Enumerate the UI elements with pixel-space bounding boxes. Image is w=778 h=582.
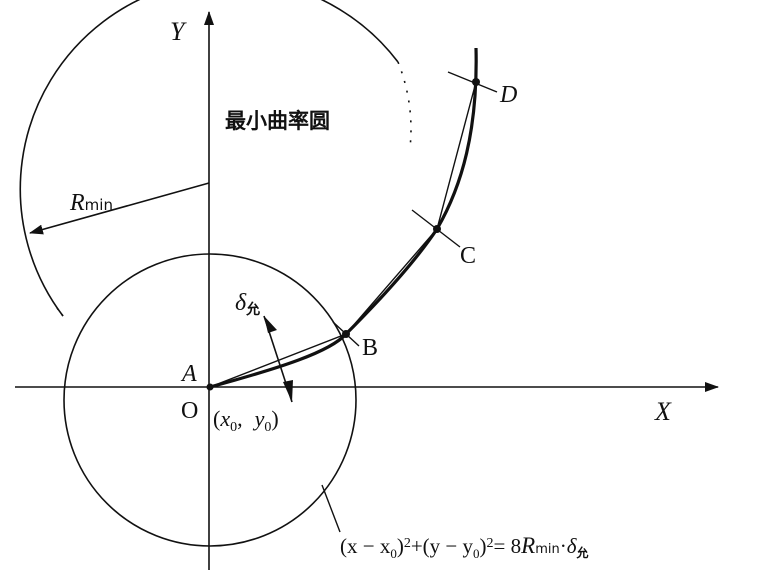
x-axis-label: X <box>654 397 672 426</box>
equation-pointer <box>321 484 341 533</box>
circle-equation: (x − x0)2+(y − y0)2= 8Rmin·δ允 <box>340 533 588 561</box>
point-c-label: C <box>460 243 476 269</box>
point-d-label: D <box>499 82 517 108</box>
tick-c <box>411 209 461 248</box>
tolerance-symbol: δ <box>235 290 247 316</box>
radius-label-sub: min <box>85 196 113 214</box>
radius-label: Rmin <box>69 190 113 216</box>
eq-sup2: 2 <box>487 536 494 551</box>
center-close: ) <box>271 406 278 431</box>
center-open: ( <box>213 406 220 431</box>
tolerance-arrow-up <box>264 316 277 333</box>
point-b-label: B <box>362 335 378 361</box>
eq-part1: (x − x <box>340 534 391 558</box>
min-curvature-circle-tail-left <box>54 304 64 317</box>
center-x: x <box>219 406 230 431</box>
tolerance-arrow-down <box>283 380 293 402</box>
eq-sup1: 2 <box>404 536 411 551</box>
eq-delta: δ <box>567 534 578 558</box>
radius-label-main: R <box>69 190 85 216</box>
min-curvature-circle-tail <box>397 61 412 149</box>
eq-r-sub: min <box>535 542 560 557</box>
origin-label: O <box>181 398 198 424</box>
tolerance-subscript: 允 <box>245 301 260 318</box>
center-y-sub: 0 <box>264 420 271 435</box>
radius-line <box>29 182 210 235</box>
eq-part3: +(y − y <box>411 534 474 558</box>
eq-part2: ) <box>397 534 404 558</box>
eq-sub2: 0 <box>473 546 480 561</box>
eq-delta-sub: 允 <box>575 545 588 560</box>
point-a-label: A <box>180 361 197 387</box>
center-label: (x0,y0) <box>213 406 279 435</box>
tolerance-label: δ允 <box>235 290 260 318</box>
eq-part4: ) <box>480 534 487 558</box>
eq-dot: · <box>560 534 567 558</box>
node-a <box>206 383 214 391</box>
tolerance-circle <box>63 253 357 547</box>
min-curvature-circle-title: 最小曲率圆 <box>225 109 330 133</box>
tick-b <box>332 321 360 347</box>
profile-curve <box>209 47 478 389</box>
center-y: y <box>253 406 265 431</box>
y-axis-label: Y <box>170 17 187 46</box>
eq-part5: = 8 <box>494 534 522 558</box>
center-comma: , <box>237 406 243 431</box>
eq-r: R <box>520 533 535 558</box>
tick-d <box>447 71 498 93</box>
eq-sub1: 0 <box>390 546 397 561</box>
center-x-sub: 0 <box>230 420 237 435</box>
min-curvature-circle-arc <box>19 0 399 317</box>
